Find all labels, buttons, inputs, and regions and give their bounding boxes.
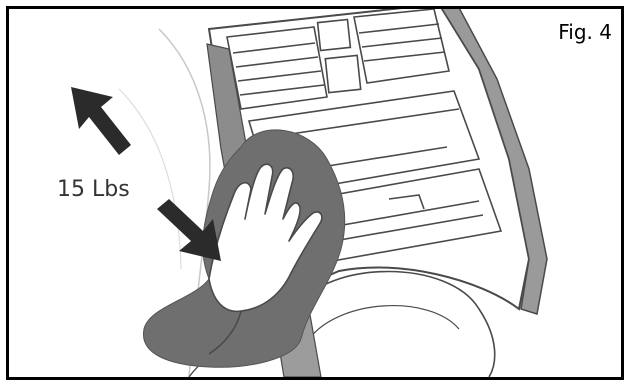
force-value-label: 15 Lbs [57, 177, 130, 202]
lower-console-curve-inner [309, 306, 459, 339]
figure-number-label: Fig. 4 [558, 20, 612, 44]
double-headed-arrow-icon [71, 87, 221, 261]
figure-frame: Fig. 4 15 Lbs [6, 6, 624, 380]
